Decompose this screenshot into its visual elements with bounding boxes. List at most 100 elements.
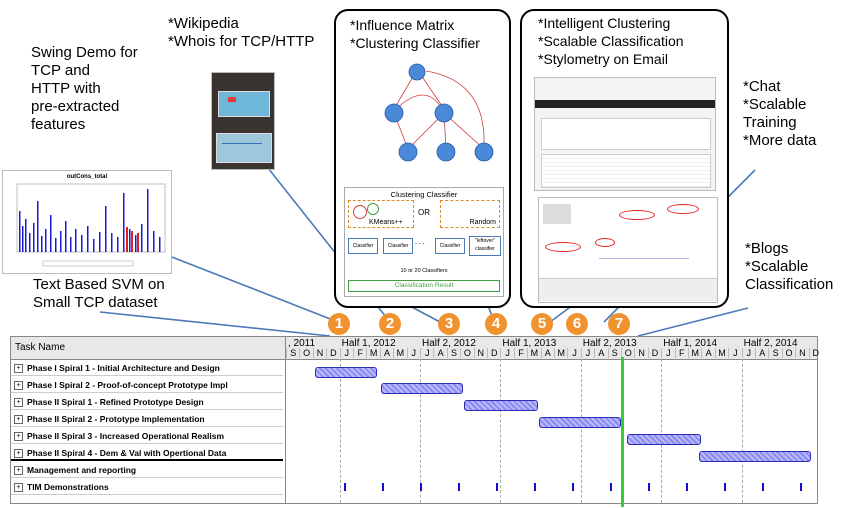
classifier-count-label: 10 or 20 Classifiers [400, 268, 448, 274]
task-label: Phase I Spiral 2 - Proof-of-concept Prot… [27, 380, 228, 390]
classifier-box-3: Classifier [435, 238, 465, 254]
gantt-period-5: Half 1, 2014 [663, 338, 718, 349]
milestone-7: 7 [608, 313, 630, 335]
task-label: Management and reporting [27, 465, 137, 475]
chat-note: *Chat *Scalable Training *More data [743, 78, 817, 149]
task-label: Phase II Spiral 1 - Refined Prototype De… [27, 397, 204, 407]
task-label: Phase II Spiral 2 - Prototype Implementa… [27, 414, 205, 424]
gantt-month-12: S [446, 348, 460, 358]
gantt-month-28: J [661, 348, 674, 358]
gantt-month-34: J [741, 348, 755, 358]
text-svm-note: Text Based SVM on Small TCP dataset [33, 276, 165, 311]
gantt-period-1: Half 1, 2012 [341, 338, 396, 349]
expand-icon[interactable]: + [14, 398, 23, 408]
gantt-bar-task-5[interactable] [627, 434, 701, 445]
gantt-bar-task-2[interactable] [381, 383, 463, 394]
task-row-2[interactable]: + Phase I Spiral 2 - Proof-of-concept Pro… [11, 377, 283, 393]
gantt-month-20: M [554, 348, 567, 358]
demo-milestone-tick [724, 483, 726, 491]
milestone-3: 3 [438, 313, 460, 335]
gantt-month-4: J [339, 348, 353, 358]
task-row-4[interactable]: + Phase II Spiral 2 - Prototype Implement… [11, 411, 283, 427]
gantt-month-8: M [393, 348, 406, 358]
demo-milestone-tick [534, 483, 536, 491]
gantt-gridline-4 [661, 359, 663, 503]
gantt-month-25: O [621, 348, 634, 358]
demo-milestone-tick [762, 483, 764, 491]
or-label: OR [418, 208, 430, 217]
gantt-month-37: O [781, 348, 795, 358]
box2-title: *Intelligent Clustering *Scalable Classi… [538, 15, 684, 67]
gantt-bar-task-6[interactable] [699, 451, 811, 462]
clustering-title: Clustering Classifier [390, 190, 458, 199]
demo-milestone-tick [344, 483, 346, 491]
milestone-4: 4 [485, 313, 507, 335]
influence-matrix-box: *Influence Matrix *Clustering Classifier… [334, 9, 511, 308]
milestone-2: 2 [379, 313, 401, 335]
demo-milestone-tick [458, 483, 460, 491]
kmeans-label: KMeans++ [369, 219, 403, 226]
blogs-note: *Blogs *Scalable Classification [745, 240, 834, 293]
gantt-month-0: S [286, 348, 299, 358]
influence-graph [384, 63, 494, 162]
intelligent-clustering-box: *Intelligent Clustering *Scalable Classi… [520, 9, 729, 308]
gantt-month-24: S [607, 348, 621, 358]
demo-milestone-tick [382, 483, 384, 491]
task-label: Phase II Spiral 3 - Increased Operationa… [27, 431, 224, 441]
gantt-period-3: Half 1, 2013 [502, 338, 557, 349]
gantt-month-17: F [513, 348, 527, 358]
demo-milestone-tick [686, 483, 688, 491]
clustering-screenshot-1 [534, 77, 716, 191]
gantt-period-6: Half 2, 2014 [743, 338, 798, 349]
expand-icon[interactable]: + [14, 449, 23, 459]
gantt-bar-task-1[interactable] [315, 367, 377, 378]
gantt-month-7: A [379, 348, 393, 358]
chart-thumb-title: outCons_total [66, 174, 108, 180]
gantt-month-26: N [634, 348, 647, 358]
gantt-month-15: D [487, 348, 500, 358]
expand-icon[interactable]: + [14, 483, 23, 493]
gantt-month-3: D [326, 348, 339, 358]
gantt-month-13: O [460, 348, 473, 358]
task-row-7[interactable]: + Management and reporting [11, 462, 283, 478]
task-row-8[interactable]: +TIM Demonstrations [11, 479, 283, 495]
gantt-month-18: M [527, 348, 540, 358]
gantt-month-33: J [728, 348, 741, 358]
task-row-3[interactable]: + Phase II Spiral 1 - Refined Prototype D… [11, 394, 283, 410]
gantt-gridline-1 [420, 359, 421, 503]
today-line [621, 357, 624, 507]
expand-icon[interactable]: + [14, 432, 23, 442]
demo-milestone-tick [420, 483, 422, 491]
gantt-month-32: M [714, 348, 728, 358]
pointer-line-1b [99, 311, 331, 337]
gantt-month-27: D [647, 348, 661, 358]
gantt-month-36: S [768, 348, 781, 358]
gantt-month-11: A [433, 348, 446, 358]
task-label: Phase I Spiral 1 - Initial Architecture … [27, 363, 220, 373]
clustering-screenshot-2 [538, 197, 718, 303]
gantt-month-2: N [312, 348, 326, 358]
gantt-month-38: N [795, 348, 808, 358]
task-name-header: Task Name [15, 342, 66, 353]
gantt-gridline-2 [500, 359, 502, 503]
expand-icon[interactable]: + [14, 364, 23, 374]
gantt-bar-task-3[interactable] [464, 400, 538, 411]
expand-icon[interactable]: + [14, 381, 23, 391]
gantt-month-10: J [420, 348, 433, 358]
demo-milestone-tick [648, 483, 650, 491]
task-row-6[interactable]: +Phase II Spiral 4 - Dem & Val with Oper… [11, 445, 283, 461]
demo-milestone-tick [496, 483, 498, 491]
gantt-bar-task-4[interactable] [539, 417, 621, 428]
gantt-month-29: F [674, 348, 688, 358]
expand-icon[interactable]: + [14, 415, 23, 425]
task-row-5[interactable]: + Phase II Spiral 3 - Increased Operation… [11, 428, 283, 444]
expand-icon[interactable]: + [14, 466, 23, 476]
task-row-1[interactable]: + Phase I Spiral 1 - Initial Architecture… [11, 360, 283, 376]
gantt-month-30: M [688, 348, 701, 358]
classifier-box-1: Classifier [348, 238, 378, 254]
random-label: Random [469, 219, 496, 226]
gantt-month-6: M [366, 348, 379, 358]
gantt-month-1: O [299, 348, 312, 358]
